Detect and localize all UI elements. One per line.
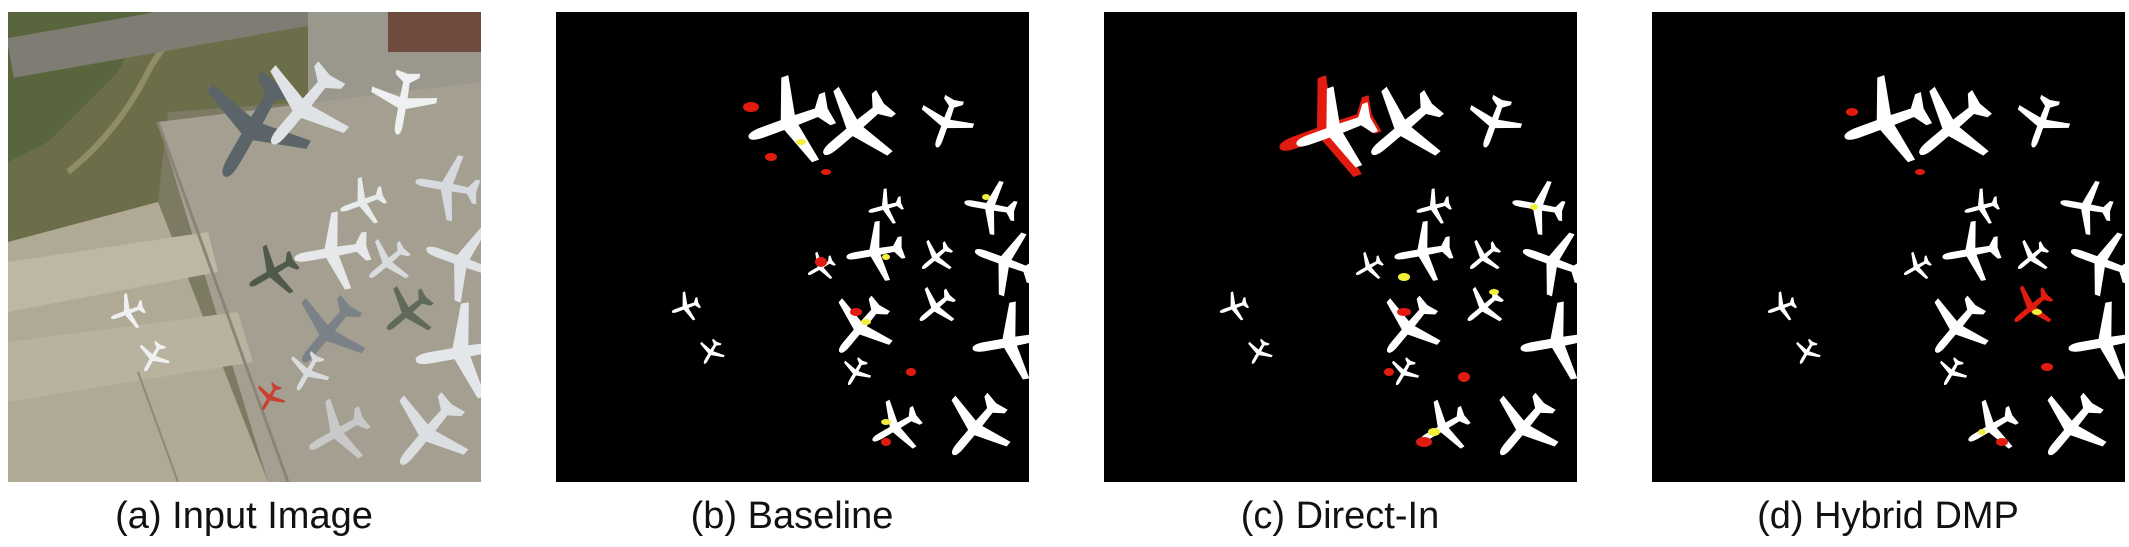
direct-in-mask (1104, 12, 1577, 482)
baseline-mask-panel (556, 12, 1029, 482)
hybrid-dmp-mask-panel (1652, 12, 2125, 482)
caption-input-image: (a) Input Image (115, 495, 373, 537)
caption-hybrid-dmp: (d) Hybrid DMP (1757, 495, 2019, 537)
caption-direct-in: (c) Direct-In (1240, 495, 1440, 537)
direct-in-mask-panel (1104, 12, 1577, 482)
hybrid-dmp-mask (1652, 12, 2125, 482)
aerial-photo (8, 12, 481, 482)
caption-baseline: (b) Baseline (690, 495, 894, 537)
baseline-mask (556, 12, 1029, 482)
input-image-panel (8, 12, 481, 482)
